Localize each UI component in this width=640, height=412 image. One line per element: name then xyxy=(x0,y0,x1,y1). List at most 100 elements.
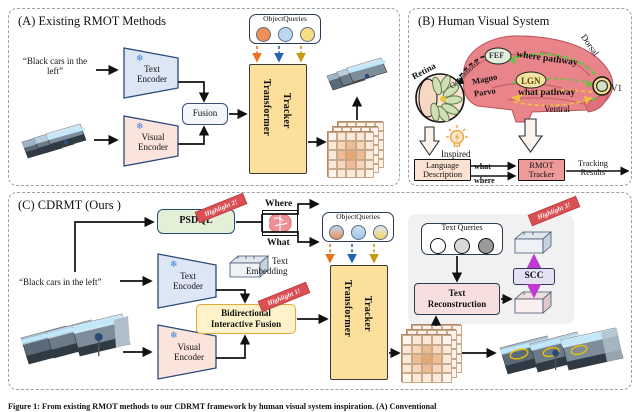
figure-caption: Figure 1: From existing RMOT methods to … xyxy=(8,402,437,411)
feature-grid-cell xyxy=(337,159,347,169)
panel-c-tracker-l1: Transformer xyxy=(342,280,353,337)
panel-c-tracker-l2: Tracker xyxy=(362,296,373,332)
scc-label: SCC xyxy=(524,271,544,282)
panel-b-label-fef: FEF xyxy=(489,51,505,60)
panel-c-feature-grid xyxy=(401,324,471,383)
panel-a-input-frames xyxy=(20,112,90,162)
feature-grid-cell xyxy=(432,335,442,345)
panel-c-visual-encoder-l1: Visual xyxy=(177,342,201,352)
panel-b-tracking-results: Tracking Results xyxy=(570,159,616,178)
object-query-dot xyxy=(256,27,271,42)
feature-grid-cell xyxy=(355,141,365,151)
panel-a-visual-encoder-l2: Encoder xyxy=(138,142,168,153)
feature-grid-cell xyxy=(442,373,452,383)
panel-c-object-queries: ObjectQueries xyxy=(322,212,394,242)
object-query-dot xyxy=(278,27,293,42)
panel-b-label-what-pathway: what pathway xyxy=(518,88,576,98)
feature-grid-cell xyxy=(442,354,452,364)
rmot-tracker-l1: RMOT xyxy=(529,160,554,170)
snowflake-icon: ❄ xyxy=(170,330,178,340)
feature-grid-cell xyxy=(432,373,442,383)
panel-c-text-encoder-l1: Text xyxy=(180,271,196,281)
text-reconstruction-l1: Text xyxy=(448,288,466,299)
feature-grid-layer xyxy=(327,131,374,178)
feature-grid-cell xyxy=(364,141,374,151)
panel-b-brain-diagram: Retina Oculomotor FEF LGN Magno Parvo wh… xyxy=(410,26,634,126)
feature-grid-cell xyxy=(355,132,365,142)
panel-c-scc-bottom-cube xyxy=(513,290,555,316)
feature-grid-cell xyxy=(346,159,356,169)
feature-grid-cell xyxy=(346,168,356,178)
panel-c-bidirectional-interactive-fusion: Bidirectional Interactive Fusion xyxy=(196,304,296,334)
feature-grid-cell xyxy=(328,159,338,169)
panel-b-label-v1: V1 xyxy=(611,83,622,93)
panel-b-language-description: Language Description xyxy=(414,159,471,181)
object-query-dot xyxy=(300,27,315,42)
panel-b-label-ventral: Ventral xyxy=(544,104,570,114)
feature-grid-cell xyxy=(432,363,442,374)
feature-grid-cell xyxy=(422,344,432,355)
feature-grid-cell xyxy=(432,344,442,355)
feature-grid-cell xyxy=(432,354,442,364)
feature-grid-cell xyxy=(355,150,365,160)
feature-grid-cell xyxy=(402,354,412,364)
panel-c-text-queries-label: Text Queries xyxy=(441,223,483,232)
panel-b-label-lgn: LGN xyxy=(521,76,541,86)
panel-c-text-reconstruction: Text Reconstruction xyxy=(414,283,500,315)
text-embedding-l2: Embedding xyxy=(246,266,288,277)
panel-a-tracker-l2: Tracker xyxy=(281,93,292,129)
panel-a-title: (A) Existing RMOT Methods xyxy=(18,14,167,28)
tracking-results-l2: Results xyxy=(580,168,606,178)
panel-a-text-encoder: ❄ Text Encoder xyxy=(120,46,182,100)
fusion-l2: Interactive Fusion xyxy=(210,319,282,329)
panel-b-label-where: where xyxy=(474,176,495,185)
object-query-dot xyxy=(329,225,344,240)
panel-c-text-query: “Black cars in the left” xyxy=(19,277,102,287)
text-reconstruction-l2: Reconstruction xyxy=(427,299,487,309)
feature-grid-cell xyxy=(328,150,338,160)
feature-grid-cell xyxy=(402,363,412,374)
feature-grid-cell xyxy=(364,132,374,142)
panel-a-text-encoder-l2: Encoder xyxy=(137,74,167,85)
panel-b-label-what: what xyxy=(474,162,491,171)
feature-grid-cell xyxy=(442,335,452,345)
panel-b-title: (B) Human Visual System xyxy=(418,14,550,28)
panel-c-output-frames xyxy=(497,318,627,390)
panel-c-text-encoder: ❄ Text Encoder xyxy=(154,252,220,310)
feature-grid-cell xyxy=(402,373,412,383)
text-query-dot xyxy=(478,238,494,254)
snowflake-icon: ❄ xyxy=(170,259,178,269)
feature-grid-cell xyxy=(337,168,347,178)
text-query-dot xyxy=(430,238,446,254)
panel-a-feature-grid xyxy=(327,121,389,178)
feature-grid-cell xyxy=(346,150,356,160)
panel-a-visual-encoder-label: Visual Encoder xyxy=(130,132,176,152)
feature-grid-cell xyxy=(422,363,432,374)
feature-grid-cell xyxy=(442,363,452,374)
feature-grid-cell xyxy=(355,168,365,178)
feature-grid-cell xyxy=(412,373,422,383)
feature-grid-cell xyxy=(346,141,356,151)
psdql-label: PSDQL xyxy=(179,215,213,227)
panel-c-text-encoder-label: Text Encoder xyxy=(164,271,212,291)
panel-c-brain-box xyxy=(262,210,298,236)
feature-grid-cell xyxy=(328,141,338,151)
panel-c-title: (C) CDRMT (Ours ) xyxy=(18,198,121,212)
panel-a-object-queries-label: ObjectQueries xyxy=(263,14,307,23)
snowflake-icon: ❄ xyxy=(136,121,144,131)
rmot-tracker-l2: Tracker xyxy=(528,170,555,179)
feature-grid-cell xyxy=(337,132,347,142)
feature-grid-cell xyxy=(355,159,365,169)
panel-c-label-where: Where xyxy=(265,199,293,209)
panel-c-text-embedding-cubes xyxy=(228,253,272,279)
feature-grid-cell xyxy=(422,335,432,345)
panel-a-visual-encoder-l1: Visual xyxy=(141,132,165,142)
panel-a-text-query-value: “Black cars in the left” xyxy=(22,56,88,77)
feature-grid-cell xyxy=(412,354,422,364)
panel-a-text-encoder-l1: Text xyxy=(144,64,160,74)
text-embedding-l1: Text xyxy=(272,256,288,266)
panel-c-visual-encoder-l2: Encoder xyxy=(174,352,204,363)
feature-grid-cell xyxy=(412,335,422,345)
panel-c-scc: SCC xyxy=(513,268,555,285)
text-query-dot xyxy=(454,238,470,254)
